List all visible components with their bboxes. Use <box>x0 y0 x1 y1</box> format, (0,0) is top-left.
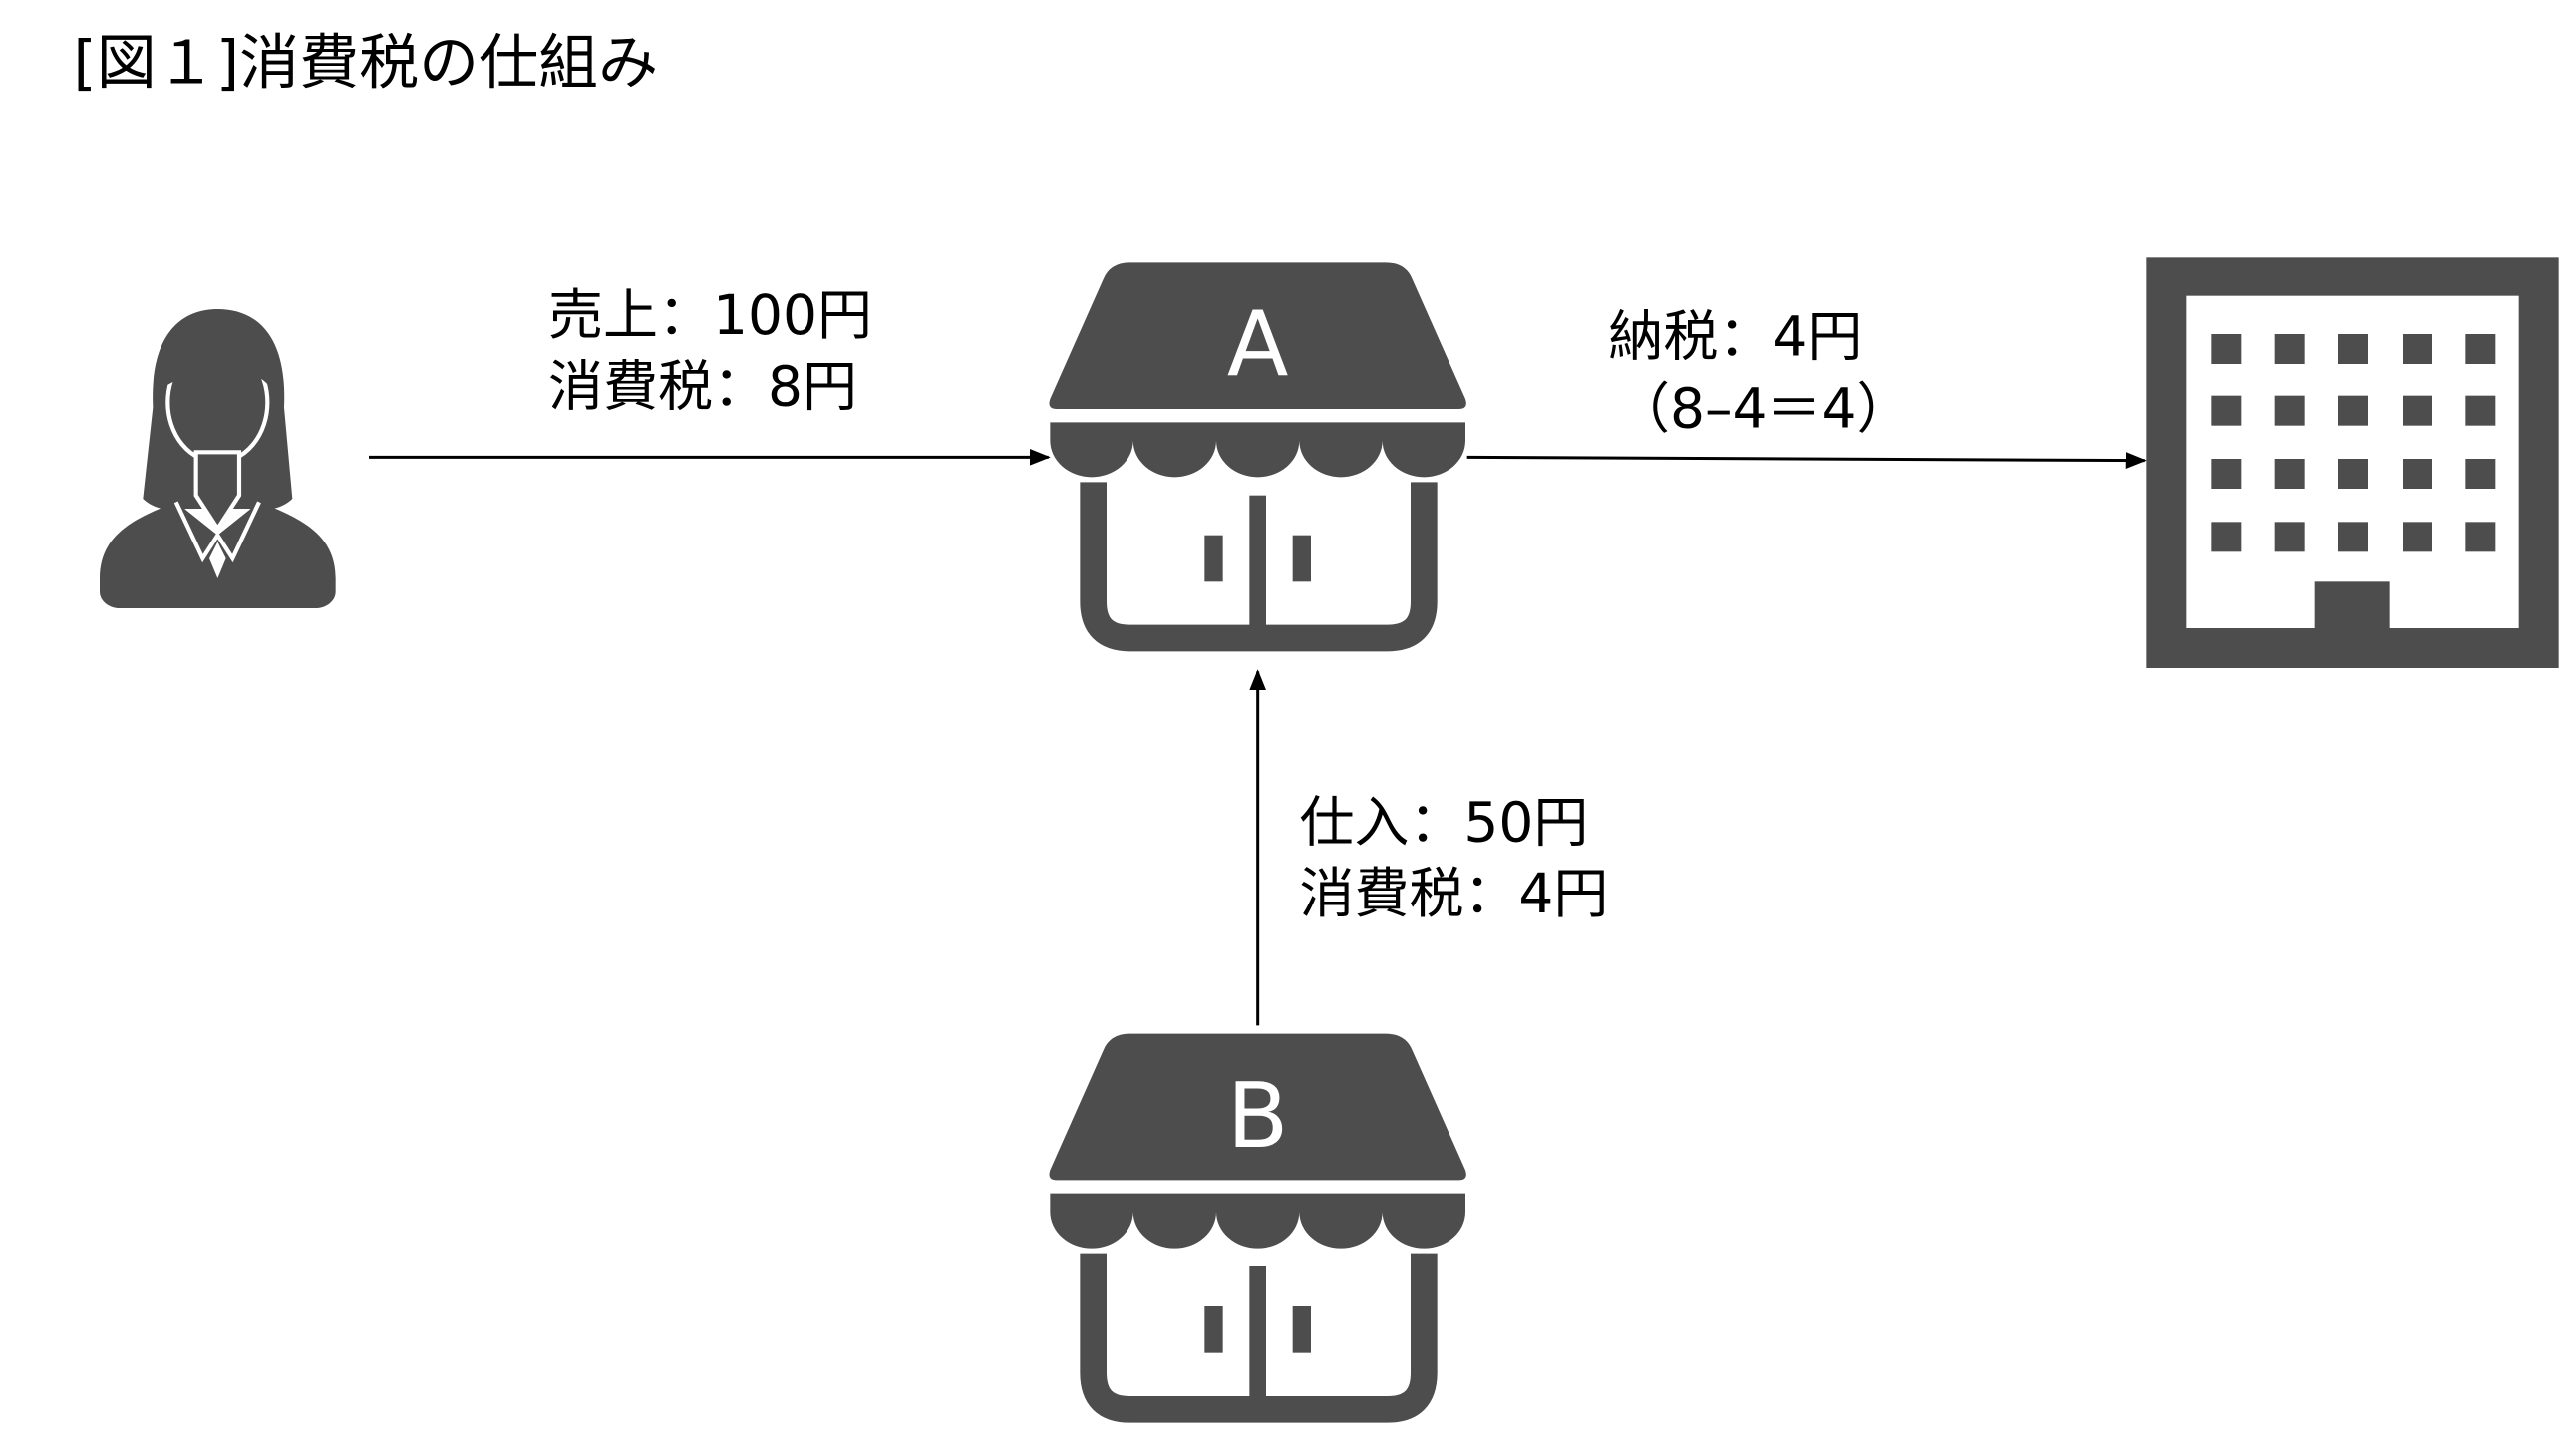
shop-icon: B <box>1049 1033 1466 1423</box>
purchase-label: 仕入：50円 <box>1299 790 1588 854</box>
sales-tax-label: 消費税：8円 <box>548 355 857 419</box>
arrow-shop-a-to-tax-office <box>1466 452 2147 469</box>
sales-label: 売上：100円 <box>548 283 872 347</box>
shop-a-label: A <box>1227 293 1289 398</box>
purchase-tax-label: 消費税：4円 <box>1299 862 1608 925</box>
shop-b-label: B <box>1227 1064 1289 1169</box>
tax-calculation-label: （8–4＝4） <box>1615 376 1911 440</box>
tax-payment-label: 納税：4円 <box>1608 305 1862 369</box>
shop-icon: A <box>1049 262 1466 652</box>
person-icon <box>100 309 336 608</box>
office-building-icon <box>2146 257 2559 668</box>
diagram-title: [図１]消費税の仕組み <box>73 28 658 98</box>
